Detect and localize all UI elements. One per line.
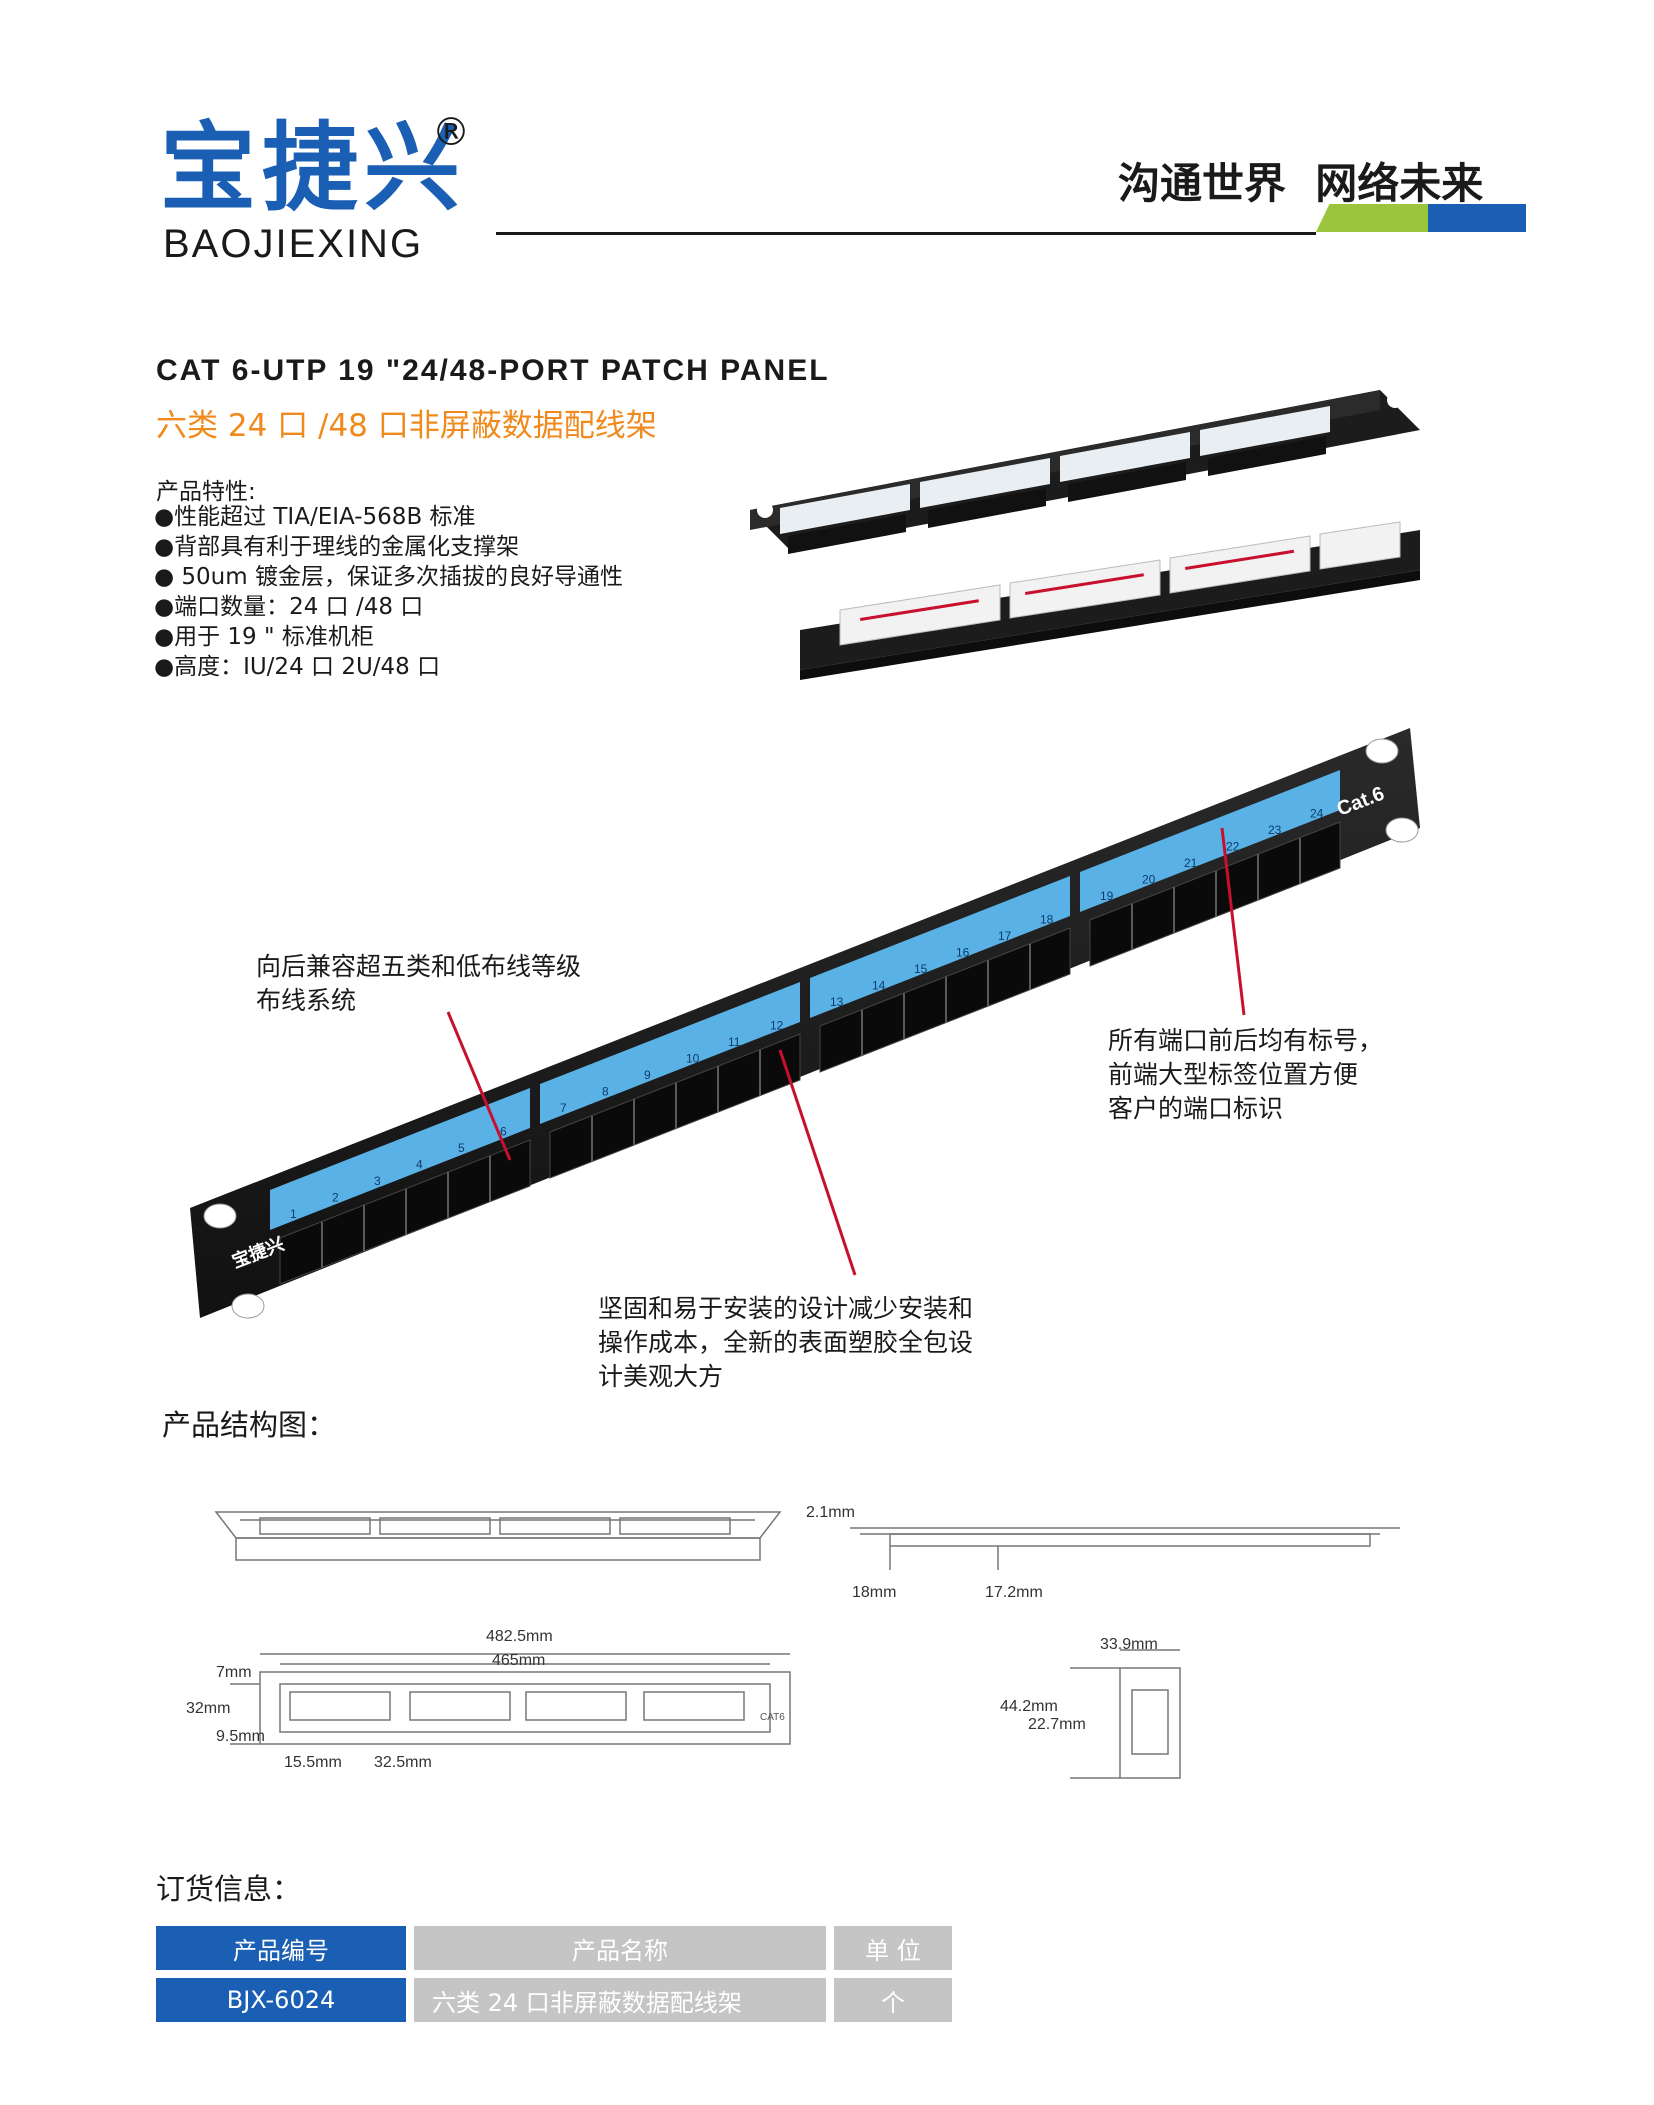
port-number-label: 17 (998, 929, 1012, 943)
drawing-cat-label: CAT6 (760, 1712, 785, 1723)
callout-port-labels: 所有端口前后均有标号， 前端大型标签位置方便 客户的端口标识 (1108, 1024, 1383, 1126)
dim-label: 7mm (216, 1664, 252, 1681)
port-number-label: 24 (1310, 807, 1324, 821)
callout-line: 前端大型标签位置方便 (1108, 1060, 1359, 1089)
col-header-code: 产品编号 (156, 1926, 406, 1970)
brand-logo-en: BAOJIEXING (163, 222, 424, 266)
registered-mark: ® (432, 110, 470, 154)
dim-label: 44.2mm (1000, 1698, 1058, 1715)
port-number-label: 3 (374, 1174, 381, 1188)
callout-line: 所有端口前后均有标号， (1108, 1026, 1384, 1055)
port-number-label: 2 (332, 1191, 339, 1205)
port-number-label: 16 (956, 946, 970, 960)
product-photo-24port: 宝捷兴 Cat.6 123456789101112131415161718192… (190, 728, 1420, 1319)
port-number-label: 1 (290, 1207, 297, 1221)
callout-design: 坚固和易于安装的设计减少安装和 操作成本，全新的表面塑胶全包设 计美观大方 (598, 1292, 973, 1394)
structure-heading: 产品结构图： (162, 1408, 337, 1442)
dim-label: 15.5mm (284, 1754, 342, 1771)
port-number-label: 7 (560, 1101, 567, 1115)
order-table: 产品编号 产品名称 单 位 BJX-6024 六类 24 口非屏蔽数据配线架 个 (156, 1918, 952, 2030)
port-number-label: 4 (416, 1158, 423, 1172)
col-header-name: 产品名称 (414, 1926, 826, 1970)
callout-compatibility: 向后兼容超五类和低布线等级 布线系统 (256, 950, 581, 1018)
port-number-label: 8 (602, 1085, 609, 1099)
feature-item: ●用于 19 " 标准机柜 (154, 624, 374, 650)
cell-name: 六类 24 口非屏蔽数据配线架 (414, 1978, 826, 2022)
port-number-label: 12 (770, 1019, 784, 1033)
port-number-label: 5 (458, 1141, 465, 1155)
dim-label: 465mm (492, 1652, 546, 1669)
product-photo-48port (750, 390, 1420, 680)
port-number-label: 14 (872, 979, 886, 993)
col-header-unit: 单 位 (834, 1926, 952, 1970)
callout-line: 布线系统 (256, 986, 357, 1015)
callout-line: 操作成本，全新的表面塑胶全包设 (598, 1328, 974, 1357)
dim-label: 17.2mm (985, 1584, 1043, 1601)
header-accent-green (1316, 204, 1428, 232)
port-number-label: 10 (686, 1052, 700, 1066)
brand-logo-cn: 宝捷兴 (160, 112, 466, 224)
callout-line: 向后兼容超五类和低布线等级 (256, 952, 582, 981)
port-number-label: 11 (728, 1035, 741, 1049)
product-title-cn: 六类 24 口 /48 口非屏蔽数据配线架 (156, 408, 657, 444)
table-row: BJX-6024 六类 24 口非屏蔽数据配线架 个 (156, 1978, 952, 2022)
callout-line: 坚固和易于安装的设计减少安装和 (598, 1294, 974, 1323)
table-header-row: 产品编号 产品名称 单 位 (156, 1926, 952, 1970)
port-number-label: 15 (914, 962, 928, 976)
features-heading: 产品特性: (156, 479, 256, 505)
callout-line: 计美观大方 (598, 1362, 724, 1391)
product-title-en: CAT 6-UTP 19 "24/48-PORT PATCH PANEL (156, 354, 830, 387)
header-divider (496, 232, 1316, 235)
header-accent-blue (1428, 204, 1526, 232)
port-number-label: 23 (1268, 823, 1282, 837)
port-number-label: 13 (830, 995, 844, 1009)
feature-item: ●高度：IU/24 口 2U/48 口 (154, 654, 441, 680)
dim-label: 22.7mm (1028, 1716, 1086, 1733)
port-number-label: 19 (1100, 889, 1114, 903)
dim-label: 33.9mm (1100, 1636, 1158, 1653)
callout-line: 客户的端口标识 (1108, 1094, 1284, 1123)
port-number-label: 20 (1142, 873, 1156, 887)
cell-code: BJX-6024 (156, 1978, 406, 2022)
dim-label: 32.5mm (374, 1754, 432, 1771)
dim-label: 482.5mm (486, 1628, 553, 1645)
slogan: 沟通世界 网络未来 (1118, 159, 1484, 208)
structure-drawings: CAT6 (214, 1511, 1400, 1779)
dim-label: 18mm (852, 1584, 897, 1601)
port-number-label: 18 (1040, 913, 1054, 927)
port-number-label: 21 (1184, 856, 1198, 870)
cell-unit: 个 (834, 1978, 952, 2022)
port-number-label: 22 (1226, 840, 1240, 854)
port-number-label: 9 (644, 1068, 651, 1082)
dim-label: 9.5mm (216, 1728, 265, 1745)
feature-item: ●背部具有利于理线的金属化支撑架 (154, 534, 520, 560)
order-heading: 订货信息： (156, 1872, 302, 1906)
dim-label: 32mm (186, 1700, 231, 1717)
feature-item: ● 50um 镀金层，保证多次插拔的良好导通性 (154, 564, 623, 590)
port-number-label: 6 (500, 1125, 507, 1139)
features-list: ●性能超过 TIA/EIA-568B 标准 ●背部具有利于理线的金属化支撑架 ●… (154, 502, 623, 682)
feature-item: ●端口数量：24 口 /48 口 (154, 594, 424, 620)
feature-item: ●性能超过 TIA/EIA-568B 标准 (154, 504, 476, 530)
dim-label: 2.1mm (806, 1504, 855, 1521)
